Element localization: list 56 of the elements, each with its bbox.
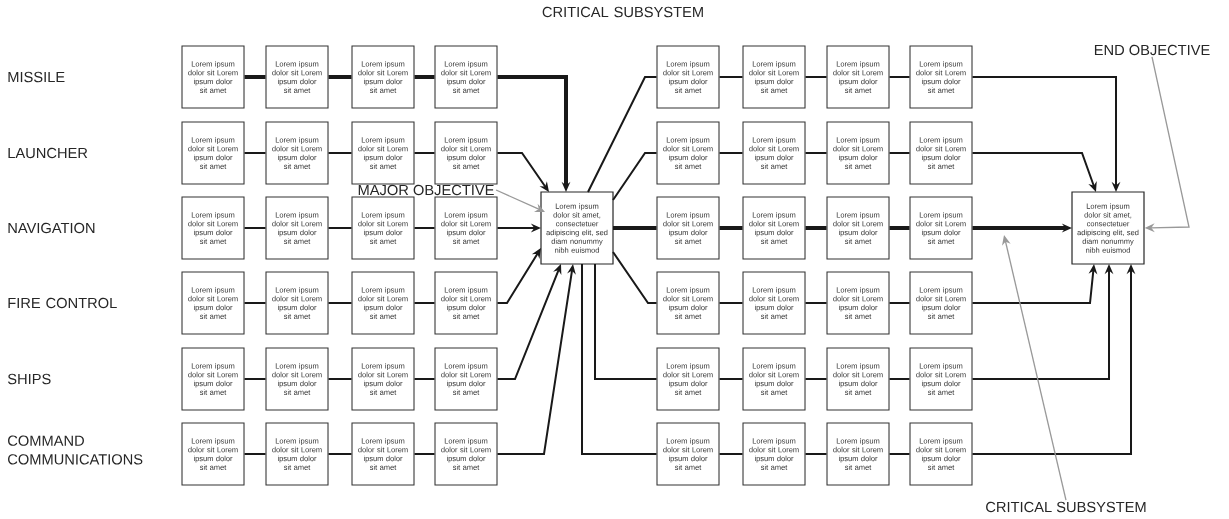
connector-line <box>718 453 744 455</box>
connector-line <box>888 76 911 78</box>
callout-text: END OBJECTIVE <box>1094 44 1210 56</box>
connector-line <box>594 263 658 380</box>
row-label: MISSILE <box>8 71 65 83</box>
connector-line <box>804 152 828 154</box>
row-label: SHIPS <box>7 373 51 385</box>
leader-line <box>1002 235 1067 501</box>
connector-line <box>243 453 267 455</box>
connector-line <box>804 302 828 304</box>
connector-line <box>413 378 436 380</box>
connector-line <box>327 378 353 380</box>
connector-line <box>587 76 658 193</box>
leader-line <box>495 189 545 212</box>
connector-line <box>328 75 352 79</box>
connector-line <box>327 302 353 304</box>
connector-line <box>327 227 353 229</box>
connector-line <box>413 453 436 455</box>
connector-line <box>888 302 911 304</box>
connector-line <box>581 263 658 455</box>
row-label: LAUNCHER <box>8 147 88 159</box>
connector-line <box>718 302 744 304</box>
connector-line <box>719 226 743 230</box>
connector-line <box>243 378 267 380</box>
connector-line <box>804 378 828 380</box>
connector-line <box>888 378 911 380</box>
arrow <box>496 248 541 304</box>
connector-line <box>243 227 267 229</box>
connector-line <box>244 75 266 79</box>
connector-line <box>612 152 658 201</box>
connector-line <box>804 76 828 78</box>
connector-line <box>413 302 436 304</box>
connector-line <box>243 152 267 154</box>
callout-text: MAJOR OBJECTIVE <box>358 184 494 196</box>
row-label: COMMAND COMMUNICATIONS <box>8 435 143 465</box>
connector-line <box>327 152 353 154</box>
connector-line <box>718 152 744 154</box>
connector-line <box>414 75 435 79</box>
row-label: CRITICAL SUBSYSTEM <box>542 6 703 18</box>
connector-line <box>718 76 744 78</box>
row-label: NAVIGATION <box>8 222 95 234</box>
arrow <box>496 152 549 192</box>
connector-line <box>805 226 827 230</box>
connector-line <box>413 152 436 154</box>
connector-line <box>888 453 911 455</box>
connector-line <box>327 453 353 455</box>
connector-line <box>804 453 828 455</box>
connector-line <box>718 378 744 380</box>
connector-line <box>243 302 267 304</box>
callout-text: CRITICAL SUBSYSTEM <box>986 501 1146 513</box>
row-label: FIRE CONTROL <box>8 297 117 309</box>
connector-line <box>612 251 658 304</box>
connector-line <box>888 152 911 154</box>
connector-line <box>613 226 657 230</box>
connector-line <box>889 226 910 230</box>
connector-line <box>413 227 436 229</box>
